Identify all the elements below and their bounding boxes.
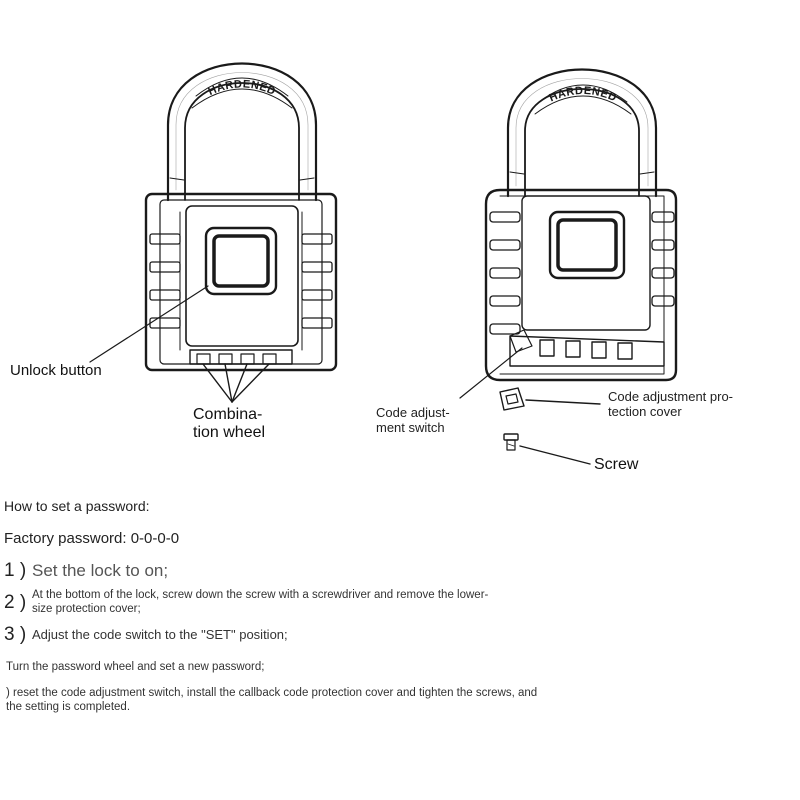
padlock-front-view: HARDENED (89, 62, 338, 403)
note-5: ) reset the code adjustment switch, inst… (6, 687, 538, 714)
combination-leader-lines (202, 363, 270, 403)
protection-cover-part (499, 387, 525, 411)
step-2: 2 ) At the bottom of the lock, screw dow… (4, 588, 572, 617)
step-number: 1 ) (4, 560, 27, 581)
screw-label: Screw (594, 456, 639, 473)
step-text: Adjust the code switch to the "SET" posi… (32, 627, 288, 642)
combination-wheels-right (509, 329, 665, 367)
step-1: 1 ) Set the lock to on; (4, 560, 168, 582)
instructions-title: How to set a password: (4, 498, 150, 514)
shackle-text-right: HARDENED (547, 85, 618, 105)
unlock-button-shape-right (548, 210, 626, 280)
screw-part (503, 433, 519, 451)
step-number: 3 ) (4, 624, 27, 645)
lock-body-left (144, 192, 338, 372)
unlock-button-shape (204, 226, 278, 296)
step-text: Set the lock to on; (32, 561, 169, 580)
screw-leader-line (519, 445, 591, 465)
step-3: 3 ) Adjust the code switch to the "SET" … (4, 624, 288, 646)
code-adjustment-cover-label: Code adjustment pro- tection cover (608, 389, 734, 419)
combination-wheels-left (189, 349, 293, 365)
switch-leader-line (459, 347, 523, 399)
note-4: Turn the password wheel and set a new pa… (6, 661, 265, 673)
step-text: At the bottom of the lock, screw down th… (32, 589, 489, 616)
code-adjustment-switch-label: Code adjust- ment switch (376, 405, 450, 435)
shackle-text-left: HARDENED (206, 78, 277, 98)
combination-wheel-label: Combina- tion wheel (193, 406, 266, 442)
unlock-button-label: Unlock button (10, 362, 102, 379)
step-number: 2 ) (4, 592, 27, 613)
padlock-diagram: HARDENED (89, 62, 678, 465)
factory-password: Factory password: 0-0-0-0 (4, 530, 180, 547)
lock-body-right (484, 188, 678, 382)
cover-leader-line (525, 399, 601, 405)
unlock-leader-line (89, 285, 209, 363)
